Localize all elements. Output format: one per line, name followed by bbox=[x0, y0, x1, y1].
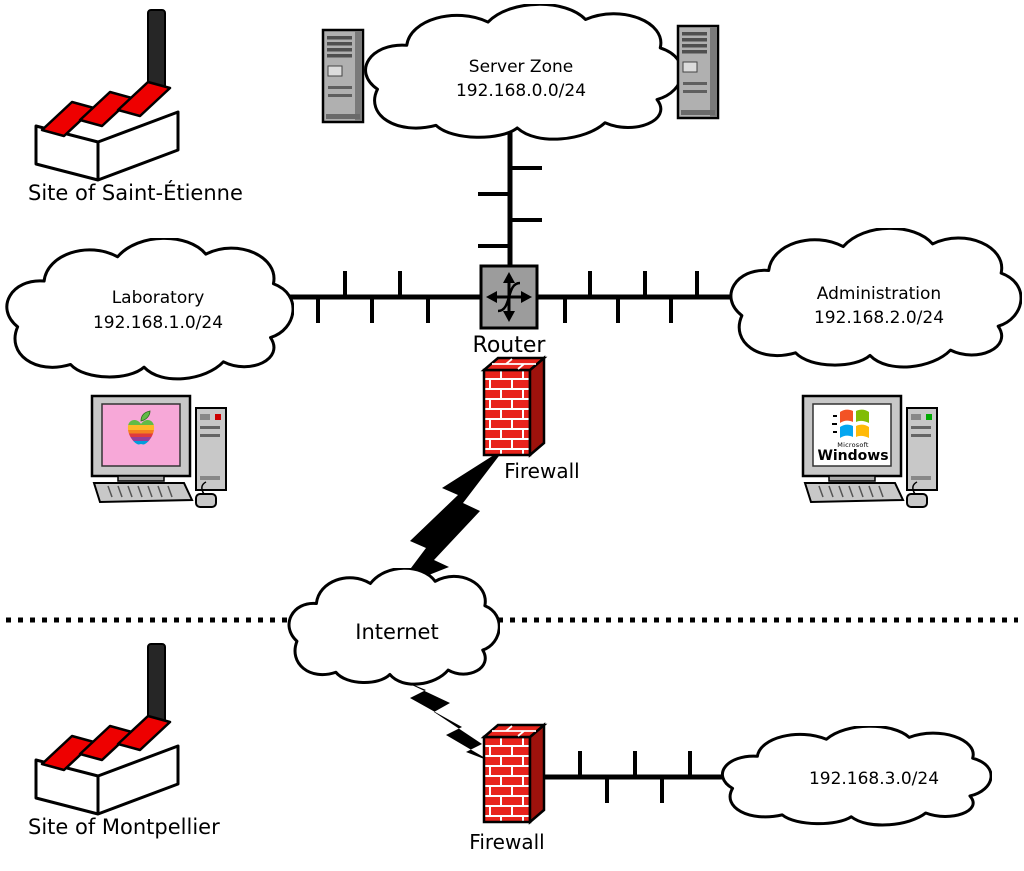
windows-flag-streaks bbox=[832, 415, 837, 433]
internet-label: Internet bbox=[355, 620, 438, 644]
windows-monitor-base bbox=[828, 475, 876, 482]
windows-tower-slot bbox=[911, 434, 931, 437]
windows-pane-yellow bbox=[856, 424, 869, 438]
router-label: Router bbox=[473, 333, 547, 358]
mac-mouse bbox=[195, 493, 217, 508]
windows-pane-blue bbox=[840, 424, 853, 438]
laboratory-name: Laboratory bbox=[112, 288, 205, 308]
windows-flag-logo-icon bbox=[832, 409, 869, 438]
windows-keyboard-keys bbox=[818, 485, 884, 498]
router-arrowhead-right bbox=[521, 291, 532, 303]
server-zone-name: Server Zone bbox=[469, 57, 573, 77]
firewall-main-icon bbox=[482, 356, 546, 457]
laboratory-subnet: 192.168.1.0/24 bbox=[93, 313, 223, 333]
mac-tower-led bbox=[215, 414, 221, 420]
windows-computer-icon: Microsoft Windows bbox=[801, 394, 938, 508]
server-bus-taps bbox=[478, 166, 542, 248]
router-arrowhead-left bbox=[486, 291, 497, 303]
mac-monitor-base bbox=[117, 475, 165, 482]
site-label-saint-etienne: Site of Saint-Étienne bbox=[28, 180, 243, 205]
server-tower-right-icon bbox=[676, 24, 720, 120]
windows-tower-vent bbox=[911, 476, 931, 480]
lightning-top-icon bbox=[396, 448, 505, 588]
router-s-curve bbox=[497, 281, 521, 313]
main-bus-taps bbox=[316, 271, 699, 323]
server-tower-left-icon bbox=[321, 28, 365, 124]
administration-subnet: 192.168.2.0/24 bbox=[814, 308, 944, 328]
windows-tower-led bbox=[926, 414, 932, 420]
windows-brand-small-label: Microsoft bbox=[837, 441, 869, 449]
windows-tower-slot bbox=[911, 426, 931, 429]
mac-computer-icon bbox=[90, 394, 227, 508]
mac-tower-vent bbox=[200, 476, 220, 480]
montpellier-subnet: 192.168.3.0/24 bbox=[809, 769, 939, 789]
rainbow-apple-logo-icon bbox=[127, 410, 155, 445]
apple-leaf bbox=[140, 410, 151, 422]
windows-tower-button bbox=[911, 414, 921, 420]
mac-tower-slot bbox=[200, 426, 220, 429]
lightning-bottom-icon bbox=[397, 678, 492, 762]
windows-pane-green bbox=[856, 409, 869, 423]
mac-tower-button bbox=[200, 414, 210, 420]
montpellier-bus-taps bbox=[578, 751, 692, 803]
apple-body bbox=[127, 420, 155, 445]
windows-mouse-cable bbox=[912, 481, 918, 495]
server-zone-subnet: 192.168.0.0/24 bbox=[456, 81, 586, 101]
mac-mouse-cable bbox=[201, 481, 207, 495]
site-label-montpellier: Site of Montpellier bbox=[28, 815, 220, 839]
mac-tower-slot bbox=[200, 434, 220, 437]
firewall-montpellier-label: Firewall bbox=[469, 830, 544, 854]
administration-name: Administration bbox=[817, 284, 941, 304]
firewall-main-label: Firewall bbox=[504, 459, 579, 483]
firewall-montpellier-icon bbox=[482, 723, 546, 824]
windows-brand-label: Windows bbox=[817, 448, 888, 464]
router-arrowhead-down bbox=[503, 311, 515, 322]
router-arrowhead-up bbox=[503, 272, 515, 283]
windows-pane-red bbox=[840, 409, 853, 423]
mac-keyboard-keys bbox=[107, 485, 173, 498]
router-icon bbox=[479, 264, 539, 330]
windows-mouse bbox=[906, 493, 928, 508]
